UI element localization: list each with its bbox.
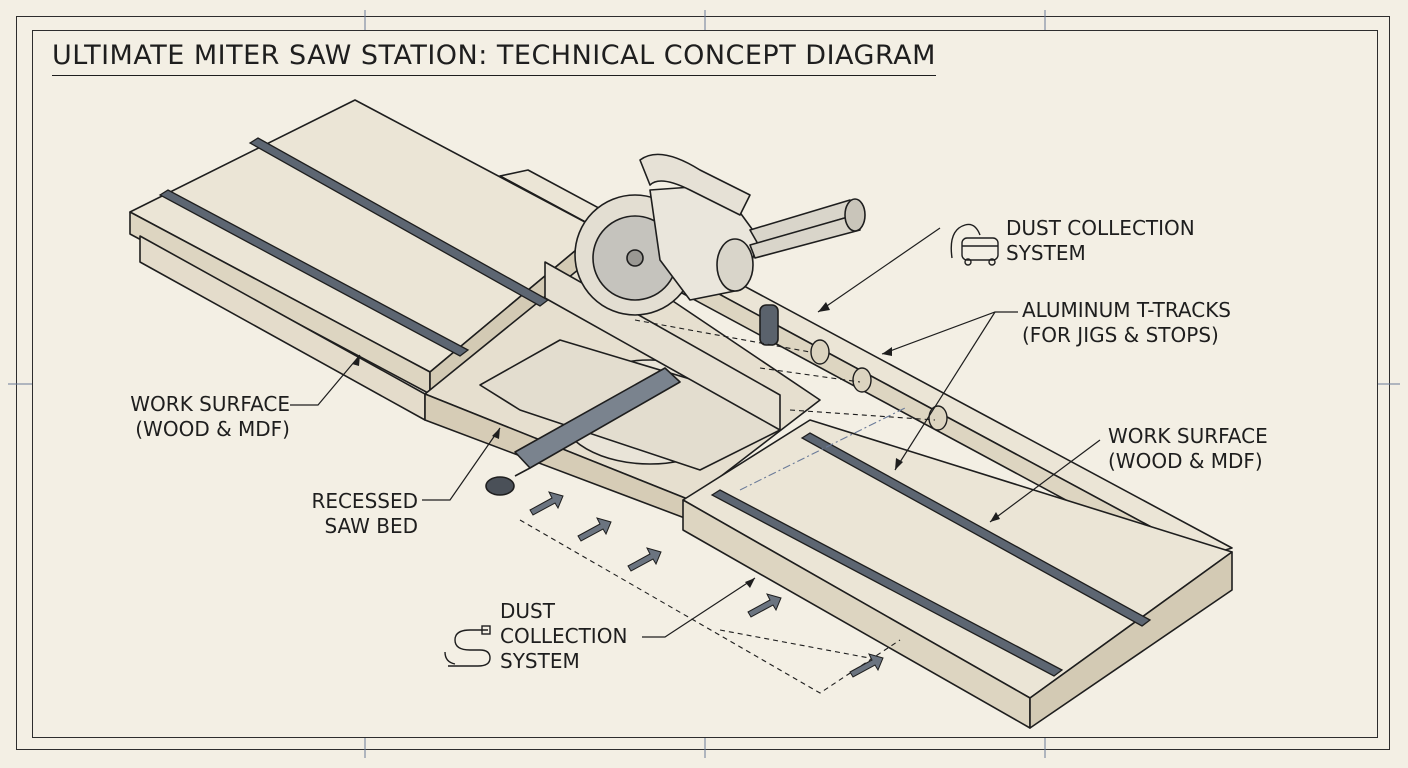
airflow-dashes <box>519 319 936 694</box>
label-line: ALUMINUM T-TRACKS <box>1022 298 1232 322</box>
center-line <box>739 407 906 491</box>
label-line: RECESSED <box>311 489 418 513</box>
label-line: SYSTEM <box>1006 241 1086 265</box>
label-aluminum-t-tracks: ALUMINUM T-TRACKS (FOR JIGS & STOPS) <box>1022 298 1231 348</box>
saw-clamp <box>759 304 779 346</box>
dust-ports <box>810 339 948 431</box>
registration-marks <box>8 10 1400 758</box>
t-tracks <box>158 137 1152 677</box>
leader-arrowheads <box>352 302 1000 588</box>
label-line: (WOOD & MDF) <box>135 417 290 441</box>
miter-lock-knob <box>485 476 515 496</box>
shop-vac-icon <box>950 223 999 266</box>
label-line: (WOOD & MDF) <box>1108 449 1263 473</box>
label-line: COLLECTION <box>500 624 628 648</box>
leader-lines <box>290 227 1101 638</box>
label-dust-collection-bottom: DUST COLLECTION SYSTEM <box>500 599 627 674</box>
label-line: WORK SURFACE <box>1108 424 1268 448</box>
t-track-left-front <box>158 189 470 357</box>
miter-arm <box>514 367 681 469</box>
saw-handle <box>639 153 751 216</box>
dust-hose-icon <box>444 625 491 667</box>
diagram-title: ULTIMATE MITER SAW STATION: TECHNICAL CO… <box>52 40 936 76</box>
label-work-surface-left: WORK SURFACE (WOOD & MDF) <box>110 392 290 442</box>
t-track-right-front <box>710 489 1064 677</box>
label-dust-collection-top: DUST COLLECTION SYSTEM <box>1006 216 1195 266</box>
label-work-surface-right: WORK SURFACE (WOOD & MDF) <box>1108 424 1268 474</box>
inner-frame <box>32 30 1378 738</box>
label-line: DUST COLLECTION <box>1006 216 1195 240</box>
t-track-left-back <box>248 137 550 307</box>
outer-frame <box>16 16 1390 750</box>
label-line: DUST <box>500 599 555 623</box>
t-track-right-back <box>800 432 1152 627</box>
label-line: (FOR JIGS & STOPS) <box>1022 323 1219 347</box>
label-line: WORK SURFACE <box>130 392 290 416</box>
airflow-arrows <box>529 491 884 678</box>
label-line: SAW BED <box>324 514 418 538</box>
label-line: SYSTEM <box>500 649 580 673</box>
label-recessed-saw-bed: RECESSED SAW BED <box>290 489 418 539</box>
